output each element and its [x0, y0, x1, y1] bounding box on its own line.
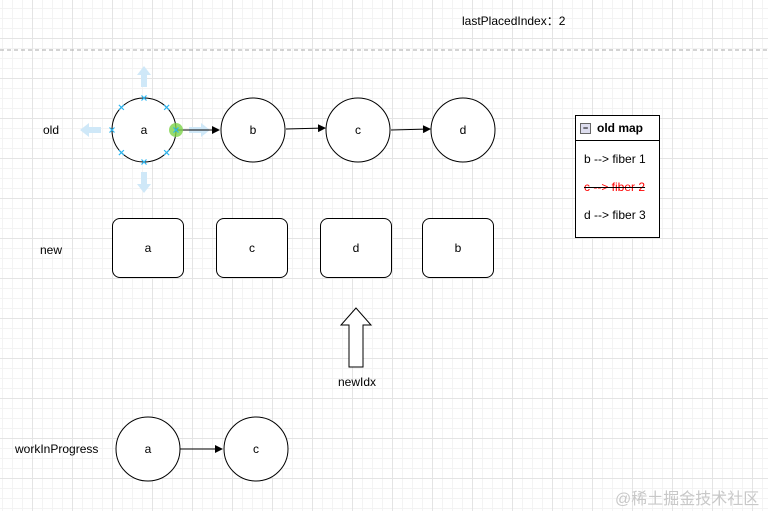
wip-node[interactable] — [223, 416, 289, 482]
new-node[interactable]: c — [216, 218, 288, 278]
new-idx-label: newIdx — [338, 375, 377, 389]
row-label-new: new — [40, 243, 63, 257]
selection-handle-icon[interactable] — [163, 104, 170, 111]
watermark: @稀土掘金技术社区 — [615, 491, 760, 508]
wip-node-label: a — [145, 442, 152, 456]
map-entry: b --> fiber 1 — [584, 152, 646, 166]
arrow-up-icon — [137, 66, 151, 87]
old-node-label: b — [250, 123, 257, 137]
wip-node-label: c — [253, 442, 259, 456]
selection-handles — [109, 95, 179, 165]
old-node-label: a — [141, 123, 148, 137]
collapse-icon[interactable]: − — [580, 122, 591, 134]
edge-c-d — [390, 125, 431, 134]
old-node-label: d — [460, 123, 467, 137]
old-node[interactable] — [430, 97, 496, 163]
row-label-old: old — [43, 123, 60, 137]
selection-arrows[interactable] — [80, 66, 210, 193]
old-map-panel[interactable]: −old map b --> fiber 1 c --> fiber 2 d -… — [575, 115, 660, 238]
selection-handle-icon[interactable] — [141, 159, 147, 165]
old-node[interactable] — [325, 97, 391, 163]
old-map-title: old map — [597, 121, 644, 135]
row-label-wip: workInProgress — [15, 442, 99, 456]
edge-b-c — [285, 124, 326, 133]
selection-handle-icon[interactable] — [118, 149, 125, 156]
arrow-left-icon — [80, 123, 101, 137]
wip-node[interactable] — [115, 416, 181, 482]
new-idx-pointer-icon — [339, 307, 373, 368]
selection-handle-icon[interactable] — [118, 104, 125, 111]
map-entry: d --> fiber 3 — [584, 208, 646, 222]
old-node-label: c — [355, 123, 361, 137]
map-entry-deleted: c --> fiber 2 — [584, 180, 646, 194]
selection-handle-icon[interactable] — [109, 127, 115, 133]
selection-handle-icon[interactable] — [163, 149, 170, 156]
arrow-down-icon — [137, 172, 151, 193]
selection-handle-icon[interactable] — [141, 95, 147, 101]
new-node[interactable]: d — [320, 218, 392, 278]
old-node[interactable] — [220, 97, 286, 163]
new-node[interactable]: b — [422, 218, 494, 278]
last-placed-index: lastPlacedIndex：2 — [462, 14, 566, 28]
selection-handle-icon[interactable] — [173, 127, 179, 133]
new-node[interactable]: a — [112, 218, 184, 278]
